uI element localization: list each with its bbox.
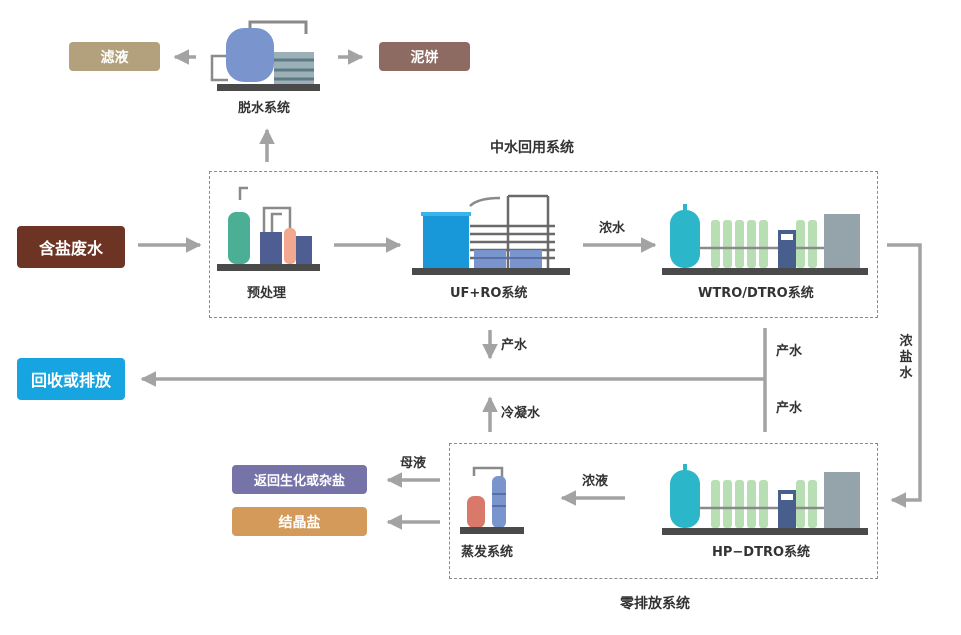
edge-label-product-water-3: 产水 (776, 401, 803, 416)
label-zld-title: 零排放系统 (620, 596, 690, 612)
uf-water-tank (423, 214, 469, 268)
membrane-columns (711, 220, 817, 268)
node-filtrate: 滤液 (69, 42, 160, 71)
dewatering-equipment (210, 20, 320, 91)
uf-ro-equipment (412, 194, 570, 275)
node-crystal-salt: 结晶盐 (232, 507, 367, 536)
edge-label-product-water-2: 产水 (776, 344, 803, 359)
equipment-base (217, 84, 320, 91)
edge-label-concentrate-1: 浓水 (599, 221, 626, 236)
label-wtro-dtro: WTRO/DTRO系统 (698, 286, 814, 301)
equipment-base (460, 527, 524, 534)
dosing-tank-1 (260, 232, 282, 264)
reclaim-system-boundary (209, 171, 878, 318)
label-uf-ro: UF+RO系统 (450, 286, 528, 301)
node-recycle-discharge: 回收或排放 (17, 358, 125, 400)
pipe-side (210, 54, 228, 82)
storage-tank (824, 472, 860, 528)
hp-dtro-equipment (662, 464, 868, 535)
flow-lines (138, 49, 922, 530)
node-saline-wastewater: 含盐废水 (17, 226, 125, 268)
pretreatment-equipment (217, 186, 320, 271)
edge-label-condensate: 冷凝水 (501, 406, 541, 421)
dewatering-tank (226, 28, 274, 82)
dosing-tank-3 (296, 236, 312, 264)
edge-label-brine: 浓盐水 (899, 334, 913, 381)
distillation-column (492, 476, 506, 528)
wtro-dtro-equipment (662, 204, 868, 275)
equipment-base (662, 268, 868, 275)
equipment-base (412, 268, 570, 275)
edge-label-concentrate-2: 浓液 (582, 474, 609, 489)
dosing-tank-2 (284, 228, 296, 264)
label-evaporation: 蒸发系统 (461, 545, 514, 560)
equipment-base (217, 264, 320, 271)
edge-label-mother-liquor: 母液 (400, 456, 427, 471)
edge-label-product-water-1: 产水 (501, 338, 528, 353)
sand-filter-tank (228, 212, 250, 264)
node-sludge-cake: 泥饼 (379, 42, 470, 71)
equipment-base (662, 528, 868, 535)
arrow-brine-to-hpdtro (887, 243, 922, 508)
storage-tank (824, 214, 860, 268)
node-mother-liquor-target: 返回生化或杂盐 (232, 465, 367, 494)
zld-system-boundary (449, 443, 878, 579)
label-pretreatment: 预处理 (247, 286, 287, 301)
label-hp-dtro: HP−DTRO系统 (712, 545, 811, 560)
membrane-columns (711, 480, 817, 528)
feed-tank (670, 210, 700, 268)
evaporator (467, 496, 485, 528)
feed-tank (670, 470, 700, 528)
evaporation-equipment (460, 466, 524, 534)
label-reclaim-title: 中水回用系统 (490, 140, 574, 156)
label-dewatering: 脱水系统 (238, 101, 291, 116)
